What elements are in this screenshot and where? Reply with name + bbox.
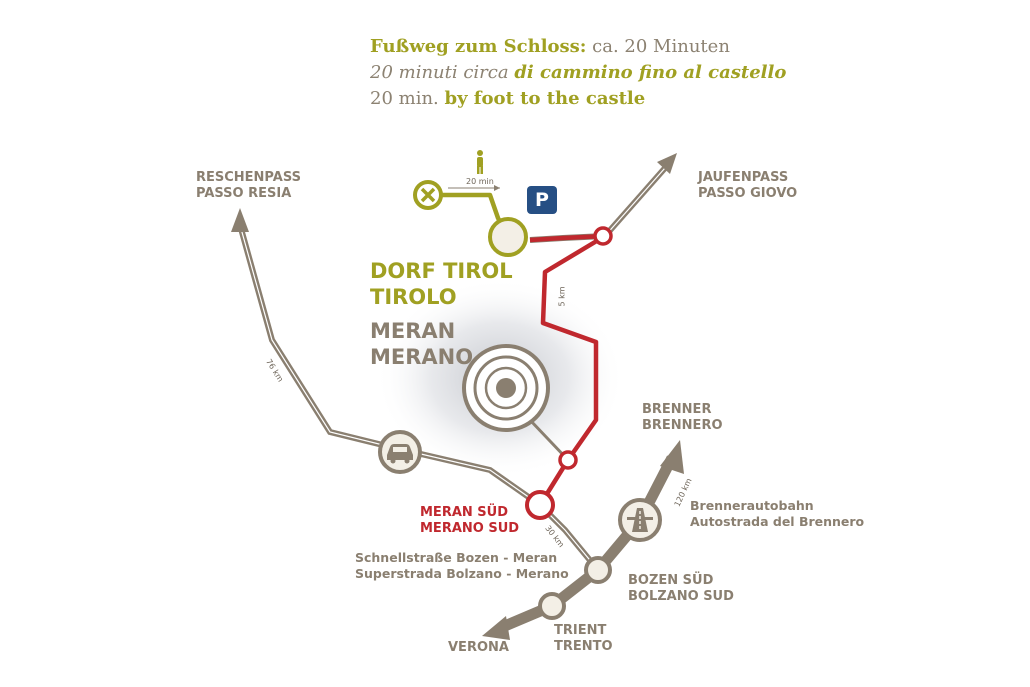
dorf-tirol-node: [488, 217, 528, 257]
header-line-italian: 20 minuti circa di cammino fino al caste…: [370, 60, 786, 86]
label-meran-sued: MERAN SÜD MERANO SUD: [420, 505, 519, 537]
label-bozen-sued-de: BOZEN SÜD: [628, 573, 714, 588]
label-merano: MERANO: [370, 345, 474, 369]
meran-sued-node: [525, 490, 555, 520]
distance-jaufen: 5 km: [557, 286, 567, 307]
label-dorf-tirol: DORF TIROL TIROLO: [370, 258, 513, 310]
distance-walk: 20 min: [466, 177, 494, 186]
label-autostrada: Autostrada del Brennero: [690, 514, 865, 529]
pedestrian-icon: [477, 150, 483, 174]
label-verona: VERONA: [448, 640, 509, 655]
label-bozen-sued: BOZEN SÜD BOLZANO SUD: [628, 573, 734, 605]
label-superstrada: Superstrada Bolzano - Merano: [355, 566, 569, 581]
label-reschenpass: RESCHENPASS: [196, 170, 301, 185]
label-brenner-de: BRENNER: [642, 402, 712, 417]
label-meran-sued-de: MERAN SÜD: [420, 505, 509, 520]
bozen-sued-node: [584, 556, 612, 584]
jaufen-junction-node: [593, 226, 613, 246]
label-tirolo: TIROLO: [370, 285, 457, 309]
label-passo-giovo: PASSO GIOVO: [698, 186, 798, 201]
header-english-plain: 20 min.: [370, 88, 445, 109]
label-passo-resia: PASSO RESIA: [196, 186, 292, 201]
label-trient-de: TRIENT: [554, 623, 607, 638]
label-trient: TRIENT TRENTO: [554, 623, 613, 655]
label-reschen: RESCHENPASS PASSO RESIA: [196, 170, 301, 202]
label-merano-sud: MERANO SUD: [420, 521, 520, 536]
label-meran-de: MERAN: [370, 319, 456, 343]
castle-icon: [413, 180, 443, 210]
car-icon: [378, 430, 422, 474]
label-brennerautobahn: Brennerautobahn: [690, 498, 814, 513]
city-center-icon: [462, 344, 550, 432]
label-jaufenpass: JAUFENPASS: [698, 170, 789, 185]
label-meran: MERAN MERANO: [370, 318, 473, 370]
label-jaufen: JAUFENPASS PASSO GIOVO: [698, 170, 797, 202]
header-italian-bold: di cammino fino al castello: [514, 62, 787, 83]
header-german-rest: ca. 20 Minuten: [586, 36, 730, 57]
label-motorway: Brennerautobahn Autostrada del Brennero: [690, 498, 864, 530]
header-italian-italic: 20 minuti circa: [370, 62, 515, 83]
motorway-icon: [618, 498, 662, 542]
header-line-english: 20 min. by foot to the castle: [370, 86, 645, 112]
label-schnellstrasse: Schnellstraße Bozen - Meran Superstrada …: [355, 550, 569, 582]
route-red: [529, 233, 608, 507]
label-dorf-tirol-de: DORF TIROL: [370, 259, 513, 283]
label-trento: TRENTO: [554, 639, 613, 654]
header-german-bold: Fußweg zum Schloss:: [370, 36, 587, 57]
parking-icon: P: [527, 186, 557, 214]
label-brenner: BRENNER BRENNERO: [642, 402, 723, 434]
header-english-bold: by foot to the castle: [444, 88, 646, 109]
label-schnellstrasse-de: Schnellstraße Bozen - Meran: [355, 550, 558, 565]
trient-node: [538, 592, 566, 620]
header-line-german: Fußweg zum Schloss: ca. 20 Minuten: [370, 34, 730, 60]
meran-route-node: [558, 450, 578, 470]
label-brennero: BRENNERO: [642, 418, 723, 433]
label-bolzano-sud: BOLZANO SUD: [628, 589, 734, 604]
road-reschen: [231, 208, 542, 508]
